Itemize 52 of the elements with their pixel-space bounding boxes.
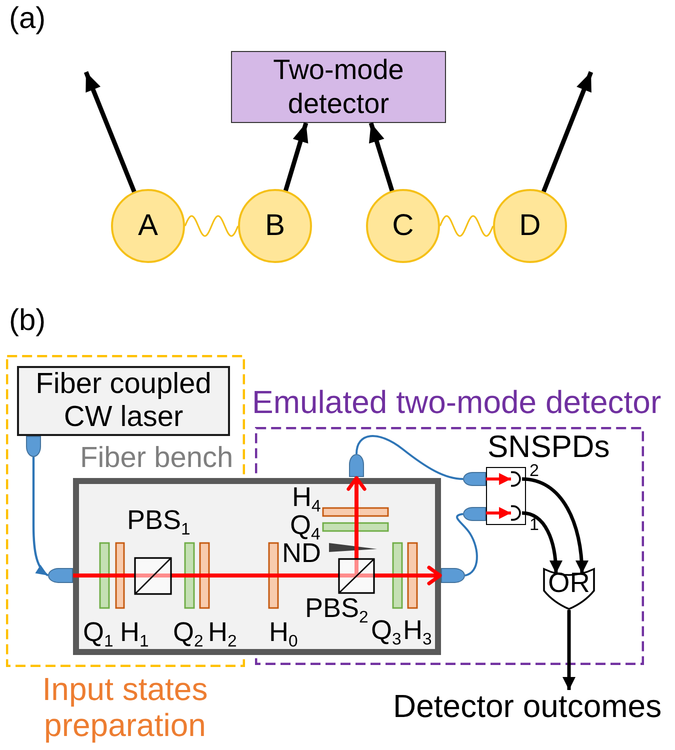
port-number: 2 bbox=[530, 462, 539, 478]
output-label: Detector outcomes bbox=[393, 690, 662, 722]
fiber-connector bbox=[26, 436, 41, 457]
box-label: Two-mode detector bbox=[272, 53, 405, 121]
arrow bbox=[368, 122, 394, 192]
box-heading: SNSPDs bbox=[488, 430, 610, 462]
component-label: Q$_{1}$ bbox=[83, 619, 114, 646]
beam-arrow bbox=[346, 476, 366, 576]
or-gate bbox=[543, 567, 595, 610]
component-label: H$_{1}$ bbox=[120, 619, 149, 646]
fiber-connector bbox=[441, 568, 465, 583]
fiber-connector bbox=[463, 507, 486, 521]
fiber-connector bbox=[349, 454, 364, 477]
component-label: Q$_{2}$ bbox=[173, 619, 204, 646]
arrow bbox=[84, 71, 136, 193]
component-label: Q$_{4}$ bbox=[290, 512, 320, 539]
arrow bbox=[486, 507, 511, 519]
component-label: ND bbox=[282, 540, 321, 567]
wavy-line bbox=[439, 215, 494, 237]
arrow bbox=[562, 610, 576, 690]
panel-label: (a) bbox=[9, 4, 46, 34]
detector-box bbox=[231, 51, 446, 123]
circle-label: B bbox=[264, 208, 285, 244]
frame-heading: Input states preparation bbox=[41, 671, 209, 743]
arrow bbox=[284, 122, 308, 192]
component-label: H$_{3}$ bbox=[403, 617, 432, 644]
circle-label: A bbox=[138, 208, 158, 244]
component-label: H$_{0}$ bbox=[269, 619, 298, 646]
arrow bbox=[522, 477, 588, 574]
optical-fiber bbox=[356, 435, 464, 480]
component-label: Q$_{3}$ bbox=[371, 617, 402, 644]
panel-label: (b) bbox=[9, 306, 46, 336]
optical-fiber bbox=[456, 513, 478, 576]
fiber-connector bbox=[48, 568, 73, 583]
frame-heading: Emulated two-mode detector bbox=[252, 386, 662, 418]
laser-box bbox=[17, 366, 230, 436]
arrow bbox=[486, 473, 511, 485]
component-label: PBS$_{1}$ bbox=[127, 507, 190, 534]
fiber-connector bbox=[463, 472, 486, 486]
box-label: Fiber coupled CW laser bbox=[34, 368, 212, 434]
arrow bbox=[542, 71, 594, 192]
component-label: H$_{4}$ bbox=[292, 484, 321, 511]
circle-label: D bbox=[519, 208, 541, 244]
component-label: PBS$_{2}$ bbox=[305, 595, 368, 622]
arrow bbox=[522, 511, 562, 574]
fiber-arrow bbox=[32, 457, 49, 576]
beam-arrow bbox=[73, 566, 442, 586]
part-label: Fiber bench bbox=[80, 444, 234, 473]
circle-label: C bbox=[392, 208, 414, 244]
wavy-line bbox=[184, 215, 239, 237]
component-label: H$_{2}$ bbox=[208, 619, 237, 646]
port-number: 1 bbox=[530, 516, 539, 532]
